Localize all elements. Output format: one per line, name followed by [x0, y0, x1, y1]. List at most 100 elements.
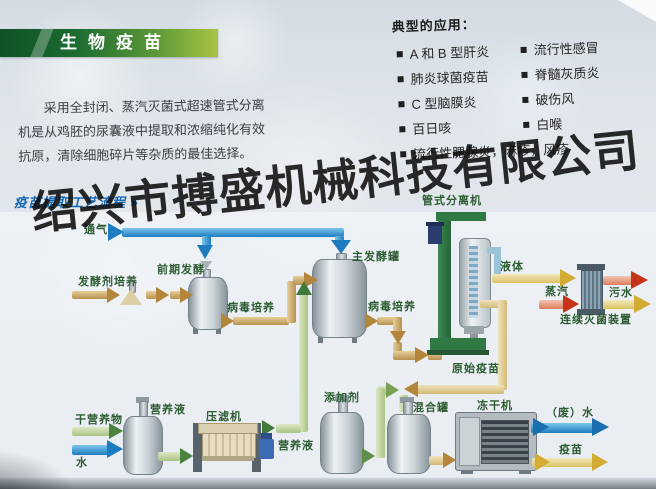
pipe-filterpress-out [276, 424, 301, 433]
machine-leg [461, 469, 473, 474]
label-main-fermenter: 主发酵罐 [352, 251, 400, 263]
pump-top [261, 433, 272, 440]
pipe-raw-vaccine-left [414, 385, 504, 394]
pipe-mixer-to-dryer [429, 456, 443, 465]
pipe-additive-top [378, 386, 392, 395]
separator-bowl-stripe [469, 246, 478, 318]
list-item: A 和 B 型肝炎 [396, 41, 489, 63]
pipe-out-top [603, 276, 635, 285]
arrow-into-main-fermenter [331, 240, 351, 254]
sterilizer-plates [581, 270, 603, 311]
label-aeration: 通气 [84, 224, 108, 236]
label-nutrient-solution-2: 营养液 [278, 440, 314, 452]
pipe-nutrient-to-press [158, 452, 180, 461]
arrow-filterpress-out [262, 420, 275, 436]
arrow-additive-out [362, 448, 375, 464]
filter-press-rail [202, 456, 254, 461]
sterilizer-top-cap [577, 264, 605, 270]
mixing-tank [387, 414, 431, 474]
intro-line: 机是从鸡胚的尿囊液中提取和浓缩纯化有效 [17, 121, 266, 140]
pipe-aeration [122, 228, 344, 237]
arrow-aeration-start [108, 223, 124, 241]
arrow-into-prefermenter [197, 245, 213, 259]
arrow-out-top [631, 271, 648, 289]
separator-foot [427, 350, 489, 355]
list-item: 破伤风 [522, 88, 575, 109]
bullet-icon [522, 96, 529, 103]
arrow-nutrient-into-fermenter [296, 281, 312, 295]
arrow-dry-nutrient [109, 423, 123, 439]
arrow-out-bottom [634, 295, 651, 313]
additive-tank [320, 412, 364, 474]
label-continuous-sterilizer: 连续灭菌装置 [560, 314, 632, 326]
tank-leg [193, 327, 198, 334]
main-fermenter-tank [312, 259, 367, 338]
funnel-prefermenter [200, 261, 212, 270]
pipe-vaccine-out [532, 458, 594, 467]
arrow-additive-top [386, 382, 399, 398]
agitator-motor [400, 397, 414, 403]
filter-press-right-post [252, 423, 261, 472]
list-item: 流行性感冒 [520, 37, 599, 59]
section-banner: 生物疫苗 [0, 29, 218, 57]
pipe-waste-out [531, 423, 593, 433]
separator-motor [428, 226, 442, 244]
filter-press-pump [259, 439, 274, 459]
diagram-title: 疫苗提取工艺流程 » [14, 195, 139, 210]
arrow-liquid [560, 269, 576, 287]
arrow-raw-vaccine-left [404, 381, 418, 397]
filter-press-plates [202, 433, 256, 458]
label-tubular-separator: 管式分离机 [422, 195, 482, 207]
bullet-icon [521, 71, 528, 78]
arrow-starter-3 [180, 287, 193, 303]
bullet-icon [400, 150, 407, 157]
bullet-icon [398, 100, 405, 107]
freeze-dryer-shelves [481, 420, 529, 464]
label-virus-culture-2: 病毒培养 [368, 301, 416, 313]
label-dry-nutrient: 干营养物 [75, 414, 123, 426]
tank-leg [352, 335, 357, 343]
applications-title: 典型的应用： [391, 16, 477, 35]
list-item: C 型脑膜炎 [398, 92, 477, 114]
pipe-starter-2 [146, 291, 156, 299]
bottom-left-shadow [0, 449, 80, 489]
intro-paragraph: 采用全封闭、蒸汽灭菌式超速管式分离 机是从鸡胚的尿囊液中提取和浓缩纯化有效 抗原… [18, 93, 281, 169]
pipe-virus-2 [377, 317, 395, 325]
arrow-virus-1 [221, 313, 234, 329]
pipe-virus-2-feed [428, 351, 442, 360]
arrow-steam [563, 295, 579, 313]
label-waste-water-out: （废）水 [546, 407, 594, 419]
page-title: 生物疫苗 [60, 33, 172, 52]
label-vaccine: 疫苗 [559, 444, 583, 456]
pipe-out-bottom [603, 300, 637, 309]
label-liquid: 液体 [500, 261, 524, 273]
separator-bottom-cone [464, 326, 484, 334]
nutrient-tank [123, 416, 163, 475]
arrow-vaccine-out-2 [592, 453, 608, 471]
pipe-aeration-branch [202, 236, 211, 246]
pipe-raw-vaccine-drop [498, 300, 507, 390]
pipe-nutrient-riser [299, 292, 308, 432]
label-virus-culture-1: 病毒培养 [227, 302, 275, 314]
label-water: 水 [76, 457, 88, 469]
tank-leg [216, 327, 221, 334]
list-item: 肺炎球菌疫苗 [397, 66, 489, 88]
label-waste-water: 污水 [609, 287, 633, 299]
arrow-vaccine-out-1 [535, 453, 550, 471]
intro-line: 抗原，清除细胞碎片等杂质的最佳选择。 [18, 145, 253, 164]
pipe-virus-1 [233, 317, 289, 325]
arrow-mixer-to-dryer [443, 452, 456, 468]
arrow-virus-2-down [390, 331, 406, 344]
pipe-virus-2-bottom [393, 351, 417, 360]
pipe-dry-nutrient [72, 427, 110, 436]
arrow-virus-2 [365, 313, 378, 329]
separator-column [438, 221, 451, 339]
agitator-motor [335, 395, 349, 401]
arrow-waste-out-1 [533, 418, 549, 436]
label-mixing-tank: 混合罐 [413, 402, 449, 414]
pipe-virus-1-riser [287, 281, 296, 323]
list-item: 白喉 [523, 114, 563, 134]
page-corner-fold [618, 0, 656, 22]
bullet-icon [520, 46, 527, 53]
